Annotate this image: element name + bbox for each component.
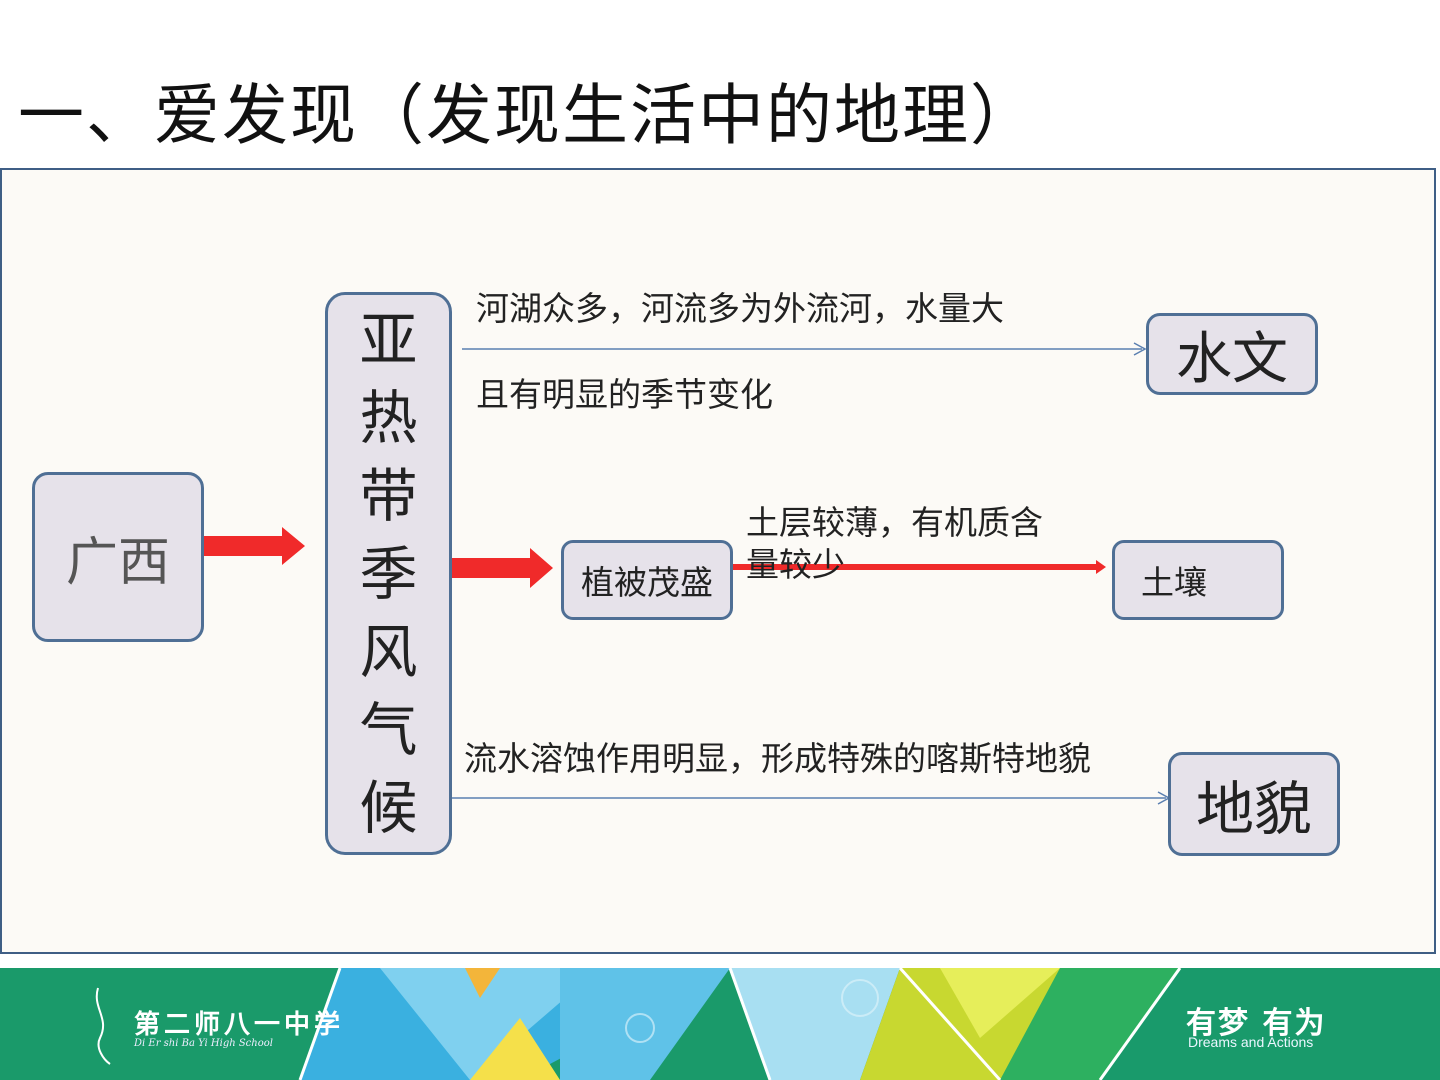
node-vegetation-label: 植被茂盛 <box>581 563 713 602</box>
climate-char: 风 <box>359 617 418 686</box>
arrow-climate-to-vegetation <box>450 548 553 588</box>
climate-char: 亚 <box>359 305 418 374</box>
slogan-english: Dreams and Actions <box>1188 1034 1314 1050</box>
arrowhead-hydrology <box>1133 342 1147 356</box>
school-name: 第二师八一中学 <box>134 1010 345 1040</box>
node-guangxi-label: 广西 <box>65 532 170 593</box>
school-subtitle: Di Er shi Ba Yi High School <box>134 1038 273 1049</box>
node-soil: 土壤 <box>1112 540 1284 620</box>
label-hydrology-bottom: 且有明显的季节变化 <box>476 375 773 414</box>
school-logo-icon <box>95 987 111 1065</box>
climate-char: 候 <box>359 773 418 842</box>
footer-banner: 第二师八一中学 Di Er shi Ba Yi High School 有梦 有… <box>0 968 1440 1080</box>
node-vegetation: 植被茂盛 <box>561 540 733 620</box>
slogan: 有梦 有为 <box>1186 1006 1327 1041</box>
node-hydrology-label: 水文 <box>1176 326 1288 392</box>
node-guangxi: 广西 <box>32 472 204 642</box>
node-landform: 地貌 <box>1168 752 1340 856</box>
slide-title: 一、爱发现（发现生活中的地理） <box>18 77 1038 154</box>
footer-graphics <box>0 968 1440 1080</box>
arrowhead-soil <box>1096 560 1106 574</box>
arrow-guangxi-to-climate <box>204 527 305 565</box>
label-soil-line2: 量较少 <box>746 545 845 584</box>
climate-char: 带 <box>359 461 418 530</box>
node-hydrology: 水文 <box>1146 313 1318 395</box>
node-landform-label: 地貌 <box>1195 775 1312 843</box>
label-landform-top: 流水溶蚀作用明显，形成特殊的喀斯特地貌 <box>464 739 1091 778</box>
climate-char: 气 <box>359 695 418 764</box>
node-soil-label: 土壤 <box>1141 563 1207 602</box>
node-climate: 亚 热 带 季 风 气 候 <box>325 292 452 855</box>
label-hydrology-top: 河湖众多，河流多为外流河，水量大 <box>476 289 1004 328</box>
climate-char: 季 <box>359 539 418 608</box>
label-soil-line1: 土层较薄，有机质含 <box>746 503 1043 542</box>
climate-char: 热 <box>359 383 418 452</box>
